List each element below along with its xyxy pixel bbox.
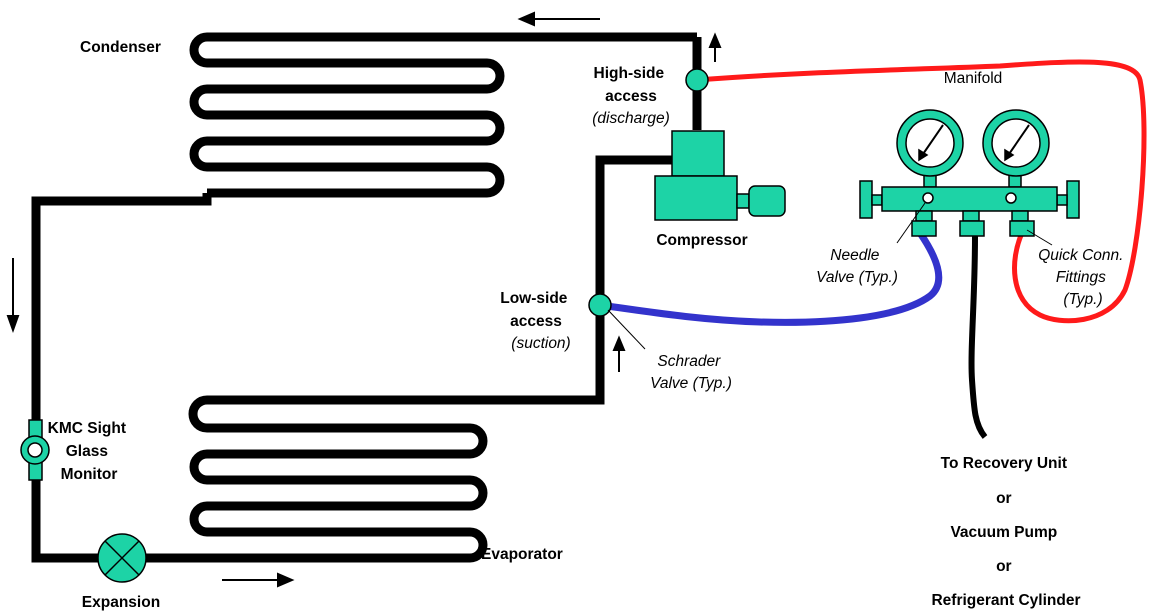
low-side-access-label: Low-side access <box>500 290 571 330</box>
kmc-label-line1: KMC Sight <box>48 420 126 437</box>
low-side-suction-label: (suction) <box>511 335 570 352</box>
dest-or-1: or <box>996 490 1012 507</box>
condenser-label: Condenser <box>80 39 161 56</box>
flow-arrow-left-down <box>6 258 20 333</box>
high-side-access-valve[interactable] <box>685 68 709 92</box>
low-side-label-line1: Low-side <box>500 290 568 307</box>
schrader-label-line2: Valve (Typ.) <box>650 375 732 392</box>
dest-line3: Refrigerant Cylinder <box>931 592 1080 609</box>
low-side-hose <box>599 231 943 326</box>
dest-line2: Vacuum Pump <box>950 524 1057 541</box>
liquid-line <box>31 193 470 563</box>
high-side-hose <box>696 59 1147 324</box>
needle-label-line2: Valve (Typ.) <box>816 269 898 286</box>
high-side-gauge-icon <box>982 109 1050 177</box>
flow-arrow-right-up <box>708 32 722 62</box>
kmc-label-line3: Monitor <box>61 466 118 483</box>
low-side-gauge-icon <box>896 109 964 177</box>
expansion-label: Expansion <box>82 594 160 611</box>
evaporator-coil <box>188 155 680 563</box>
quick-conn-callout <box>1026 229 1053 246</box>
low-side-label-line2: access <box>510 313 562 330</box>
kmc-label-line2: Glass <box>66 443 108 460</box>
quick-label-line2: Fittings <box>1056 269 1106 286</box>
flow-arrow-suction-up <box>612 335 626 372</box>
high-side-label-line1: High-side <box>594 65 665 82</box>
flow-arrow-bottom <box>222 572 295 588</box>
manifold-gauge-set <box>859 174 1080 237</box>
flow-arrow-top <box>517 11 600 27</box>
evaporator-label: Evaporator <box>481 546 563 563</box>
condenser-coil <box>189 32 697 198</box>
compressor-label: Compressor <box>656 232 747 249</box>
low-side-access-valve[interactable] <box>588 293 612 317</box>
schrader-valve-label: Schrader Valve (Typ.) <box>650 353 732 392</box>
expansion-valve-icon <box>97 533 147 583</box>
schrader-valve-callout <box>607 309 646 350</box>
needle-valve-label: Needle Valve (Typ.) <box>816 247 898 286</box>
quick-label-line3: (Typ.) <box>1063 291 1102 308</box>
manifold-label: Manifold <box>944 70 1003 87</box>
sight-glass-label: KMC Sight Glass Monitor <box>48 420 131 483</box>
quick-label-line1: Quick Conn. <box>1038 247 1123 264</box>
high-side-label-line2: access <box>605 88 657 105</box>
sight-glass-icon <box>20 419 50 481</box>
high-side-discharge-label: (discharge) <box>592 110 670 127</box>
quick-conn-label: Quick Conn. Fittings (Typ.) <box>1038 247 1128 308</box>
needle-label-line1: Needle <box>830 247 879 264</box>
destination-label: To Recovery Unit or Vacuum Pump or Refri… <box>931 455 1080 609</box>
schrader-label-line1: Schrader <box>657 353 721 370</box>
dest-or-2: or <box>996 558 1012 575</box>
dest-line1: To Recovery Unit <box>941 455 1067 472</box>
high-side-access-label: High-side access <box>594 65 669 105</box>
needle-valve-callout <box>896 202 926 244</box>
compressor-icon <box>654 130 786 221</box>
center-hose <box>968 235 988 439</box>
